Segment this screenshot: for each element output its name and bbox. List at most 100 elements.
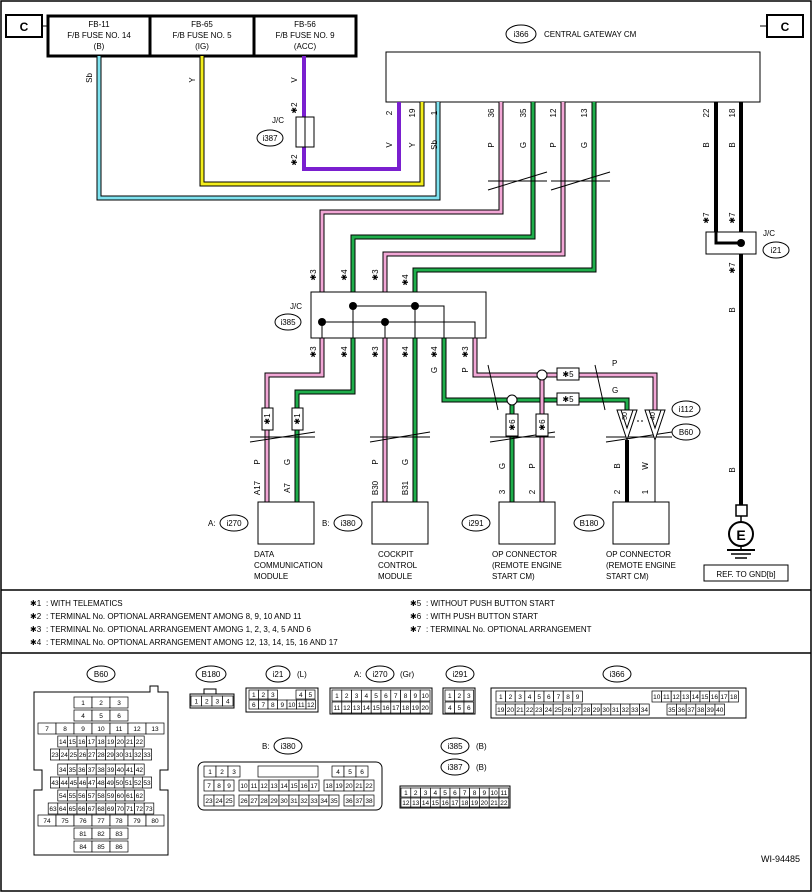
b60-pin-77: 77 [97,818,105,825]
pin-cell [109,827,129,840]
wire-color-b-2: B [728,142,737,147]
pin-cell [267,689,278,700]
i380-pin-20: 20 [345,783,353,790]
dcm-box [257,501,315,545]
pin-cell [639,703,650,716]
i387-pin-12: 12 [402,800,410,807]
b60-pin-64: 64 [59,806,67,813]
pinout-i380-label: i380 [280,742,296,751]
i291-pin-4: 4 [448,705,452,712]
b60-pin-75: 75 [61,818,69,825]
i366-pin-9: 9 [576,694,580,701]
wire-color-g-3: G [430,367,439,373]
ccm-name-2: CONTROL [378,561,418,570]
wire-color-g-2: G [580,142,589,148]
mark-n7-a: ✱7 [702,212,711,224]
pin-cell [142,776,152,789]
b60-pin-65: 65 [69,806,77,813]
pin-cell [305,689,316,700]
i270-pin-16: 16 [382,705,390,712]
i380-pin-9: 9 [227,783,231,790]
i21-pin-8: 8 [271,702,275,709]
i380-pin-30: 30 [280,798,288,805]
i270-pin-14: 14 [363,705,371,712]
i387-pin-9: 9 [482,790,486,797]
i380-pin-22: 22 [365,783,373,790]
note-1-text: : WITH TELEMATICS [46,599,123,608]
i387-pin-16: 16 [441,800,449,807]
central-gateway-box [385,51,761,103]
mark-n7-b: ✱7 [728,212,737,224]
i387-pin-5: 5 [443,790,447,797]
b60-pin-56: 56 [78,793,86,800]
i387-pin-17: 17 [451,800,459,807]
b60-pin-84: 84 [79,844,87,851]
b60-pin-42: 42 [136,767,144,774]
i366-pin-27: 27 [574,707,582,714]
i380-pin-25: 25 [225,798,233,805]
b60-pin-45: 45 [70,780,78,787]
i380-pin-11: 11 [251,783,258,790]
mark-n5-b: ✱5 [562,395,574,404]
b60-pin-31: 31 [125,752,133,759]
b60-pin-76: 76 [79,818,87,825]
wire-color-b-1: B [702,142,711,147]
gateway-pin-8: 22 [702,108,711,117]
b60-pin-60: 60 [117,793,125,800]
i270-pin-6: 6 [384,693,388,700]
b60-pin-72: 72 [136,806,144,813]
wire-color-w-1: W [641,462,650,470]
i387-pin-3: 3 [424,790,428,797]
b60-pin-59: 59 [107,793,115,800]
i380-pin-33: 33 [310,798,318,805]
i112-pin-2: 40 [650,412,657,420]
i21-pin-1: 1 [252,692,256,699]
i387-pin-6: 6 [453,790,457,797]
mark-n7-c: ✱7 [728,262,737,274]
i366-pin-33: 33 [631,707,639,714]
i366-pin-2: 2 [509,694,513,701]
dcm-name-3: MODULE [254,572,288,581]
i366-pin-8: 8 [566,694,570,701]
pinout-i380-prefix: B: [262,742,270,751]
b180-pin-4: 4 [226,699,230,706]
b60-pin-79: 79 [133,818,141,825]
note-4-mark: ✱4 [30,638,42,647]
fuse-2-code: FB-65 [191,20,213,29]
gateway-pin-9: 18 [728,108,737,117]
note-5-mark: ✱5 [410,599,422,608]
i21-pin-7: 7 [261,702,265,709]
i380-pin-6: 6 [360,769,364,776]
pin-cell [355,765,369,778]
i270-pin-10: 10 [421,693,429,700]
gateway-pin-6: 12 [549,108,558,117]
pin-cell [109,840,129,853]
wire-color-g-h: G [612,386,618,395]
i270-pin-11: 11 [334,705,341,712]
gateway-pin-7: 13 [580,108,589,117]
pin-cell [134,735,145,748]
b60-pin-58: 58 [97,793,105,800]
wire-color-g-5: G [401,459,410,465]
note-2-text: : TERMINAL No. OPTIONAL ARRANGEMENT AMON… [46,612,302,621]
note-6-mark: ✱6 [410,612,422,621]
i21-pin-10: 10 [288,702,296,709]
fuse-3-supply: (ACC) [294,42,317,51]
i366-pin-37: 37 [687,707,695,714]
b60-pin-61: 61 [126,793,134,800]
i366-pin-30: 30 [602,707,610,714]
i21-pin-6: 6 [252,702,256,709]
b60-pin-25: 25 [70,752,78,759]
jc-i387-connector: i387 [262,134,278,143]
gateway-pin-1: 2 [385,110,394,115]
wire-color-v-2: V [385,142,394,148]
mark-n3-a: ✱3 [309,269,318,281]
wire-color-sb-2: Sb [430,140,439,150]
jc-i385-box [310,291,487,339]
i380-pin-15: 15 [290,783,298,790]
b60-pin-7: 7 [45,726,49,733]
wire-color-v-1: V [290,77,299,83]
pin-cell [142,748,152,761]
jc-i387-label: J/C [272,116,284,125]
wire-color-sb-1: Sb [85,73,94,83]
